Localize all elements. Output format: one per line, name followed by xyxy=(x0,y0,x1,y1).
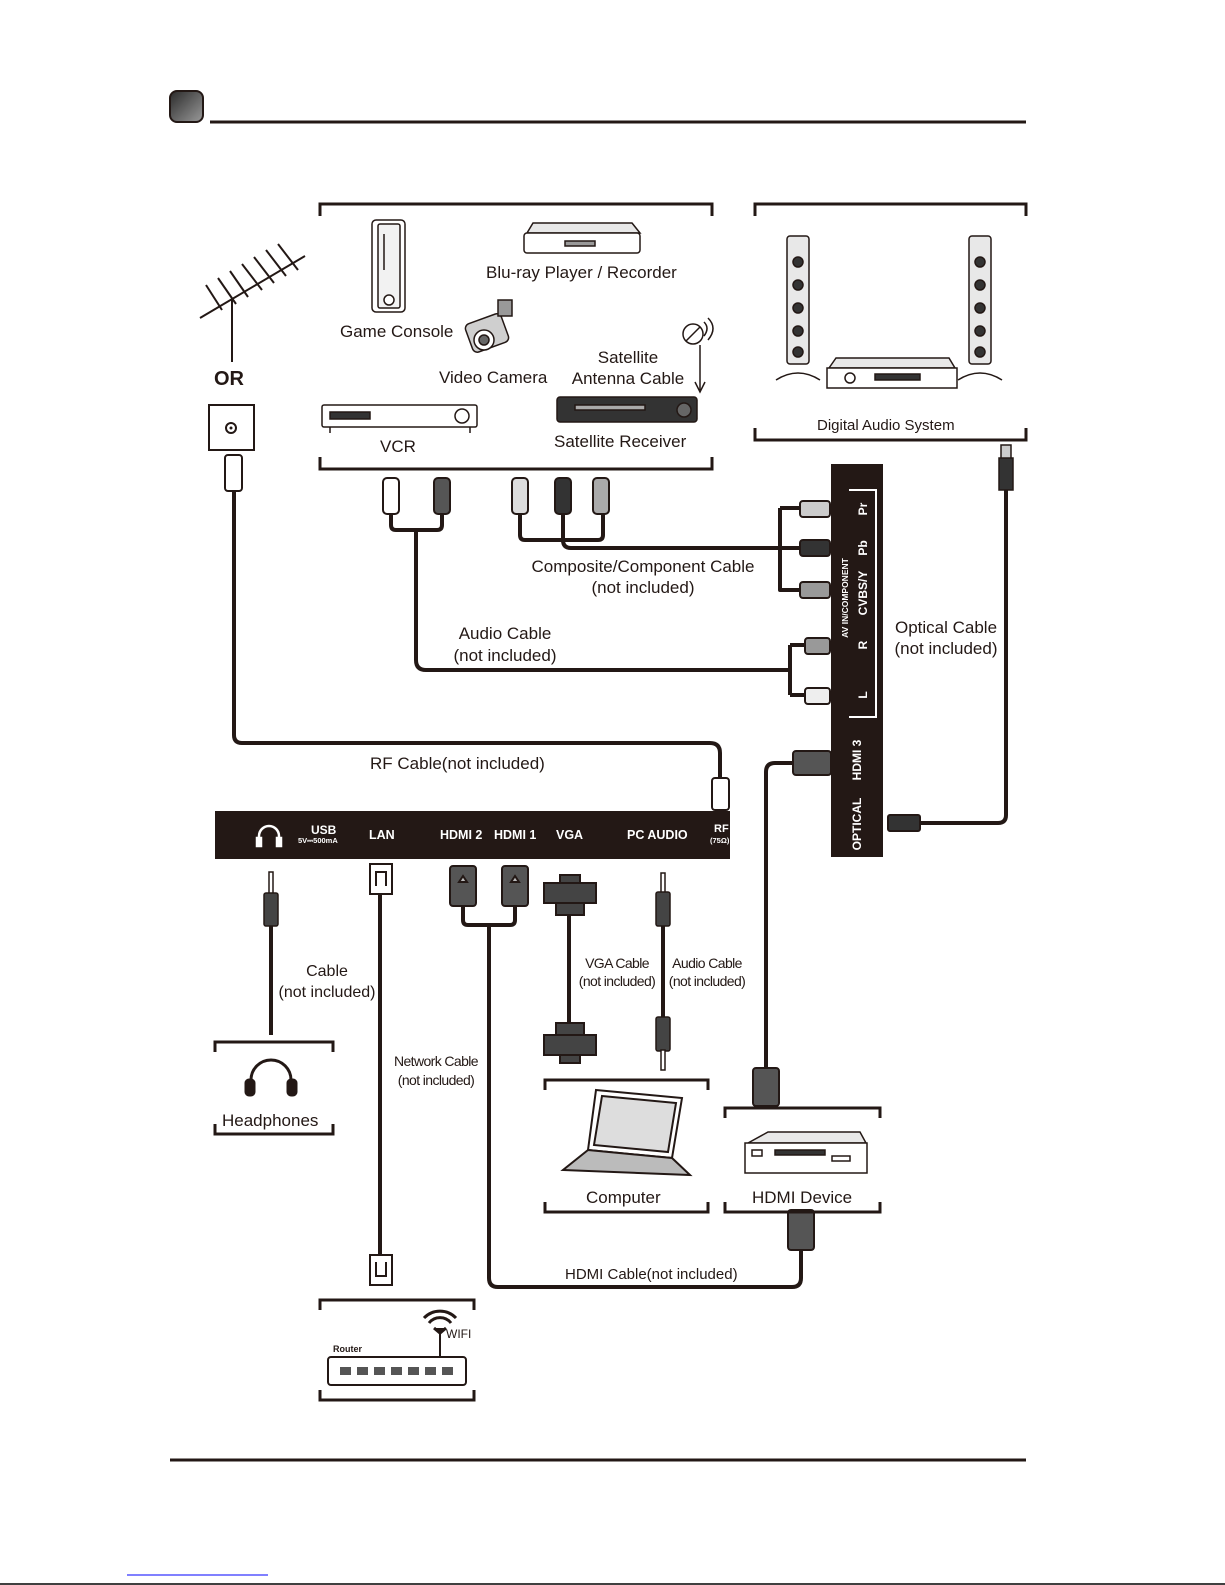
composite-component-cable-line xyxy=(518,506,800,592)
rf-plug-top xyxy=(224,454,243,492)
pc-audio-port-label: PC AUDIO xyxy=(627,828,688,842)
audio-cable-line xyxy=(389,514,805,697)
optical-port-label: OPTICAL xyxy=(850,797,864,851)
vga-port-label: VGA xyxy=(556,828,584,842)
satellite-receiver-icon xyxy=(556,396,698,423)
bluray-label: Blu-ray Player / Recorder xyxy=(486,263,677,282)
headphones-label: Headphones xyxy=(222,1111,319,1130)
lan-port-label: LAN xyxy=(369,828,395,842)
hdmi-cable-label: HDMI Cable(not included) xyxy=(565,1266,738,1283)
rca-plugs-av-out xyxy=(511,477,610,515)
headphone-plug-icon xyxy=(263,871,279,927)
pc-audio-plugs-icon xyxy=(655,872,671,1071)
router-label: Router xyxy=(333,1344,362,1354)
cvbs-y-port-label: CVBS/Y xyxy=(856,570,870,616)
headphone-port-icon xyxy=(255,824,283,848)
vga-plug-bottom-icon xyxy=(543,1022,597,1064)
side-input-panel xyxy=(831,464,883,857)
hdmi-device-plug-bottom xyxy=(787,1209,815,1251)
wifi-label: WIFI xyxy=(446,1327,472,1341)
av-component-group-bracket xyxy=(849,489,877,718)
rf-port-label: RF xyxy=(714,823,729,835)
hdmi-device-icon xyxy=(744,1131,868,1174)
router-icon xyxy=(327,1330,467,1386)
optical-plug-icon xyxy=(998,444,1014,491)
headphone-cable-label-1: Cable xyxy=(306,963,348,980)
or-label: OR xyxy=(214,368,244,390)
optical-cable-line xyxy=(920,490,1008,825)
hdmi1-port-label: HDMI 1 xyxy=(494,828,537,842)
vga-cable-label-2: (not included) xyxy=(578,973,656,989)
hdmi-cable-line xyxy=(461,905,803,1289)
usb-spec-label: 5V⎓500mA xyxy=(298,836,338,845)
hdmi-plugs-panel xyxy=(449,865,529,907)
section-badge xyxy=(169,90,204,123)
video-camera-icon xyxy=(464,299,513,353)
hdmi-device-label: HDMI Device xyxy=(752,1188,853,1207)
satellite-antenna-label-1: Satellite xyxy=(597,348,659,367)
lan-plug-bottom-icon xyxy=(369,1254,393,1286)
computer-label: Computer xyxy=(586,1188,661,1207)
rca-plugs-audio-out xyxy=(382,477,451,515)
pr-port-label: Pr xyxy=(856,502,870,516)
speaker-left-icon xyxy=(775,235,821,381)
game-console-icon xyxy=(371,219,406,313)
headphone-cable-label-2: (not included) xyxy=(278,984,376,1001)
vga-cable-label-1: VGA Cable xyxy=(585,955,649,971)
hdmi2-port-label: HDMI 2 xyxy=(440,828,483,842)
optical-plug-panel xyxy=(887,814,921,832)
rf-plug-bottom xyxy=(711,777,730,811)
audio-receiver-icon xyxy=(826,357,958,389)
pc-audio-cable-label-2: (not included) xyxy=(668,973,746,989)
rf-spec-label: (75Ω) xyxy=(710,836,730,845)
bluray-player-icon xyxy=(523,222,642,254)
hdmi3-port-label: HDMI 3 xyxy=(850,739,864,781)
headphones-bracket xyxy=(213,1040,335,1136)
satellite-receiver-label: Satellite Receiver xyxy=(554,432,687,451)
vcr-icon xyxy=(321,404,478,433)
hdmi-device-bracket xyxy=(723,1106,882,1214)
audio-cable-label-2: (not included) xyxy=(453,646,557,665)
digital-audio-system-label: Digital Audio System xyxy=(817,417,955,434)
l-port-label: L xyxy=(856,691,870,699)
r-port-label: R xyxy=(856,640,870,650)
composite-cable-label-1: Composite/Component Cable xyxy=(531,557,755,576)
optical-cable-label-2: (not included) xyxy=(894,639,998,658)
sources-bracket xyxy=(318,202,714,471)
lan-plug-top-icon xyxy=(369,863,393,895)
rf-cable-line xyxy=(232,490,722,780)
laptop-icon xyxy=(560,1088,693,1177)
satellite-dish-icon xyxy=(682,317,714,394)
vga-plug-top-icon xyxy=(543,874,597,916)
wifi-icon xyxy=(422,1309,458,1335)
av-component-group-label: AV IN/COMPONENT xyxy=(840,558,850,638)
speaker-right-icon xyxy=(957,235,1003,381)
pc-audio-cable-label-1: Audio Cable xyxy=(672,955,742,971)
optical-cable-label-1: Optical Cable xyxy=(894,618,998,637)
vcr-label: VCR xyxy=(380,437,416,456)
audio-system-bracket xyxy=(753,202,1028,442)
video-camera-label: Video Camera xyxy=(439,368,548,387)
game-console-label: Game Console xyxy=(340,322,454,341)
side-rca-plugs xyxy=(799,500,831,705)
hdmi3-cable-line xyxy=(764,761,795,1070)
hdmi3-plug xyxy=(792,750,832,776)
rf-cable-label: RF Cable(not included) xyxy=(370,754,545,773)
hdmi-device-plug-top xyxy=(752,1067,780,1107)
usb-port-label: USB xyxy=(311,823,337,837)
network-cable-label-1: Network Cable xyxy=(393,1053,479,1069)
audio-cable-label-1: Audio Cable xyxy=(458,624,552,643)
router-bracket xyxy=(318,1298,476,1402)
antenna-icon xyxy=(199,243,306,362)
computer-bracket xyxy=(543,1078,710,1214)
headphones-icon xyxy=(244,1058,298,1097)
satellite-antenna-label-2: Antenna Cable xyxy=(571,369,685,388)
network-cable-label-2: (not included) xyxy=(397,1072,475,1088)
composite-cable-label-2: (not included) xyxy=(591,578,695,597)
bottom-input-panel xyxy=(215,811,730,859)
